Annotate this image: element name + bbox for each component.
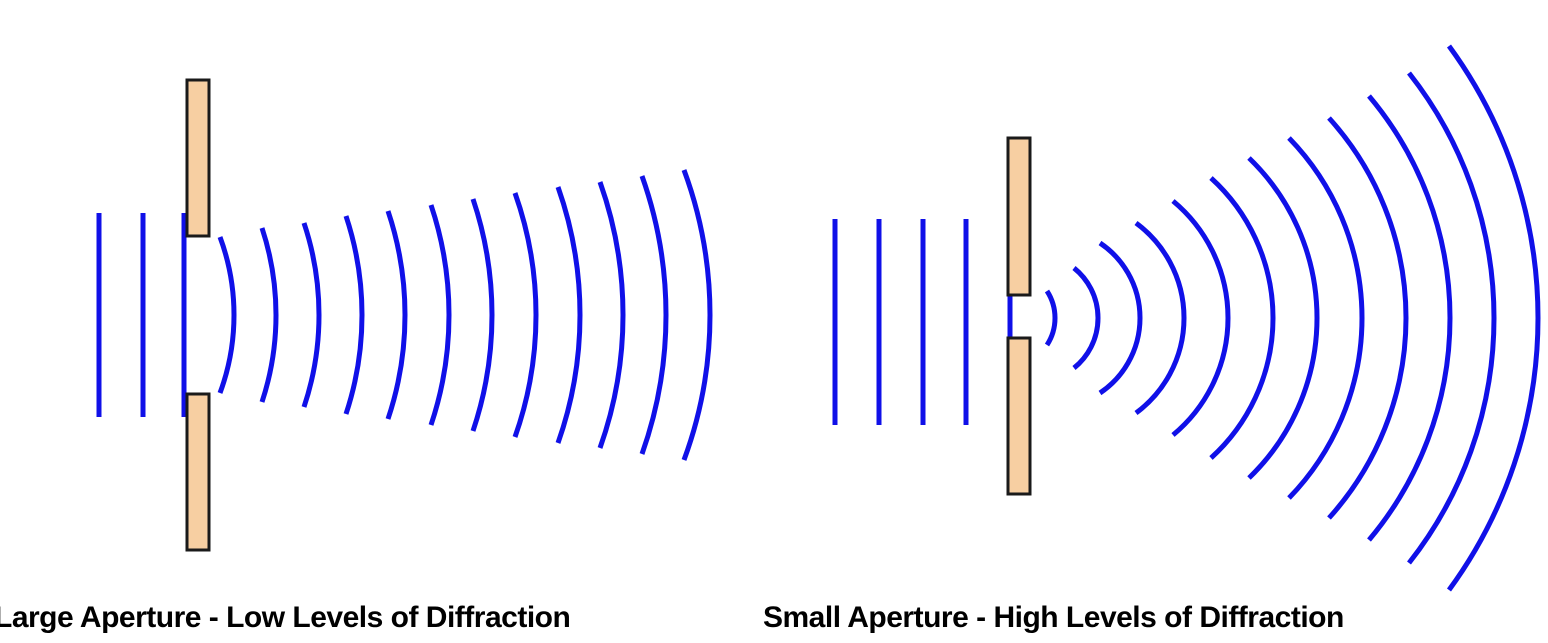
large-aperture-panel [96,78,713,552]
large-aperture-caption: Large Aperture - Low Levels of Diffracti… [0,601,571,634]
diffracted-wavefront [1072,266,1101,370]
barrier-bottom [1006,336,1032,496]
diffracted-wavefront [1209,176,1276,460]
diffracted-wavefront [1044,289,1058,347]
diffracted-wavefront [512,192,539,438]
diffracted-wavefront [1446,44,1541,592]
diffracted-wavefront [301,222,322,408]
barrier-top [1006,136,1032,297]
small-aperture-panel [832,44,1541,592]
diffracted-wavefront [1327,116,1409,520]
barrier-top [185,78,211,238]
small-aperture-caption: Small Aperture - High Levels of Diffract… [763,601,1344,634]
diffracted-wavefront [343,215,365,415]
diffracted-wavefront [681,169,713,461]
diffracted-wavefront [597,181,626,449]
barrier-bottom [185,392,211,552]
diffracted-wavefront [1287,136,1365,500]
diffracted-wavefront [639,175,669,455]
diffracted-wavefront [1134,220,1187,416]
diffracted-wavefront [217,236,237,394]
diffracted-wavefront [470,198,495,432]
diffracted-wavefront [555,186,583,444]
diffracted-wavefront [1367,94,1453,542]
diffracted-wavefront [259,227,279,403]
diffracted-wavefront [385,210,408,420]
diffracted-wavefront [1407,71,1497,565]
diffracted-wavefront [1098,240,1143,396]
diffracted-wavefront [1247,156,1320,480]
diffracted-wavefront [1171,199,1231,437]
diffracted-wavefront [428,204,452,426]
